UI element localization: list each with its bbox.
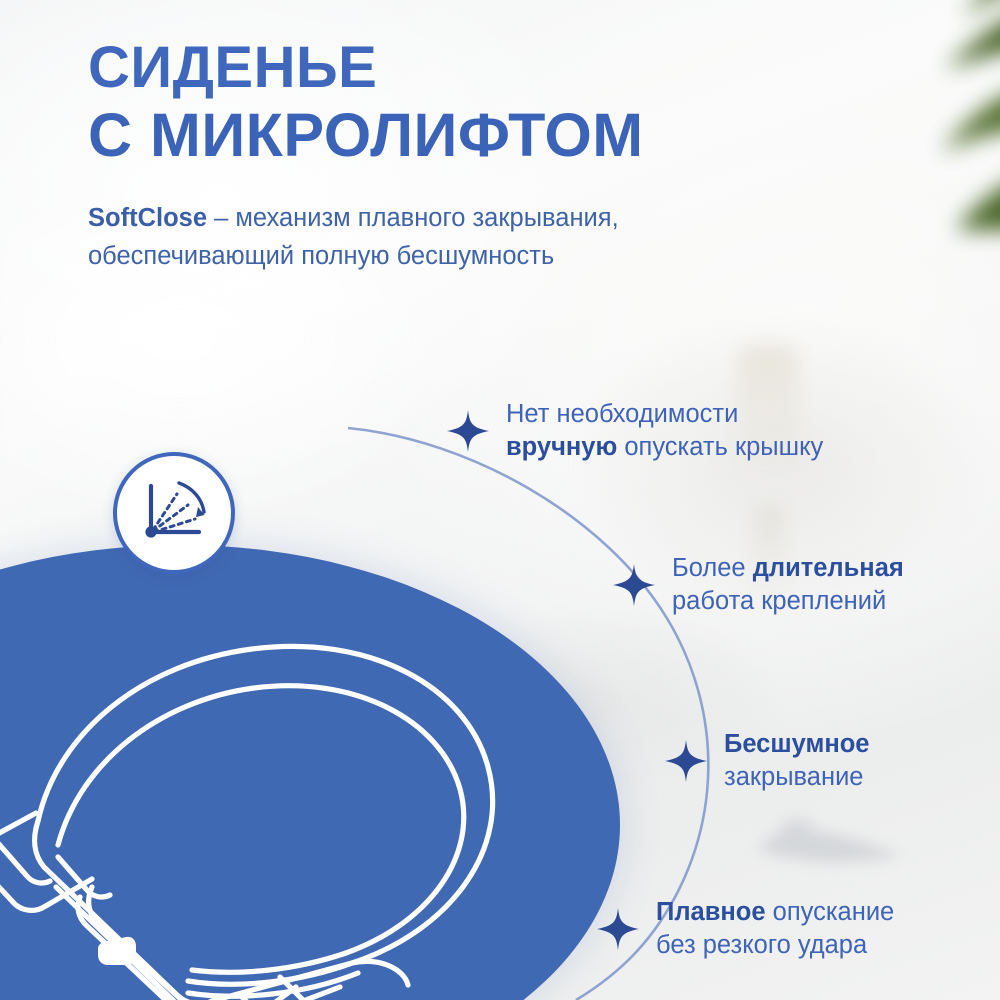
feature-item-smooth-lowering: Плавное опускание без резкого удара <box>596 896 894 961</box>
feature-label: Бесшумное закрывание <box>724 728 869 793</box>
soft-close-angle-icon <box>145 481 206 538</box>
toilet-seat-illustration <box>0 545 620 1000</box>
feature-line-1: Плавное опускание <box>656 896 894 929</box>
feature-line-2-rest: опускать крышку <box>617 432 824 461</box>
feature-item-no-manual-lowering: Нет необходимости вручную опускать крышк… <box>446 398 823 463</box>
sparkle-star-icon <box>613 563 655 606</box>
feature-line-2: работа креплений <box>672 586 887 615</box>
feature-line-2: без резкого удара <box>656 930 868 959</box>
feature-label: Более длительная работа креплений <box>672 552 904 617</box>
subtitle: SoftClose – механизм плавного закрывания… <box>88 200 818 275</box>
sparkle-star-icon <box>597 907 639 950</box>
seat-line-drawing <box>0 643 496 1000</box>
arrow-head <box>196 507 205 517</box>
background-faucet-blur <box>758 817 902 863</box>
sparkle-star-icon <box>447 409 489 452</box>
feature-label: Плавное опускание без резкого удара <box>656 896 894 961</box>
background-tube-blur <box>752 505 786 597</box>
feature-item-longer-hinge-life: Более длительная работа креплений <box>612 552 904 617</box>
subtitle-brand: SoftClose <box>88 204 208 232</box>
sparkle-star-icon <box>665 739 707 782</box>
feature-line-1: Нет необходимости <box>506 400 739 428</box>
background-bottle-blur <box>738 345 798 465</box>
rotation-arrow <box>177 481 206 514</box>
subtitle-rest: – механизм плавного закрывания, <box>207 204 619 232</box>
feature-line-2: закрывание <box>724 762 864 791</box>
plant-leaf-icon <box>942 0 1000 230</box>
feature-line-1: Бесшумное <box>724 728 869 761</box>
feature-emphasis: длительная <box>752 554 904 582</box>
page-title: СИДЕНЬЕ С МИКРОЛИФТОМ <box>88 35 888 169</box>
feature-emphasis: Бесшумное <box>724 730 870 758</box>
feature-line-1-rest: опускание <box>765 898 895 926</box>
feature-line-2: вручную опускать крышку <box>506 431 823 464</box>
soft-close-badge <box>113 452 235 574</box>
title-line-2: С МИКРОЛИФТОМ <box>88 100 644 169</box>
feature-emphasis: вручную <box>506 432 618 461</box>
feature-item-silent-closing: Бесшумное закрывание <box>664 728 869 793</box>
title-line-1: СИДЕНЬЕ <box>88 35 378 100</box>
feature-line-1: Более длительная <box>672 552 904 585</box>
feature-label: Нет необходимости вручную опускать крышк… <box>506 398 823 463</box>
feature-emphasis: Плавное <box>656 898 766 926</box>
subtitle-line-1: SoftClose – механизм плавного закрывания… <box>88 200 818 238</box>
feature-line-1-lead: Более <box>672 554 753 582</box>
subtitle-line-2: обеспечивающий полную бесшумность <box>88 241 555 270</box>
